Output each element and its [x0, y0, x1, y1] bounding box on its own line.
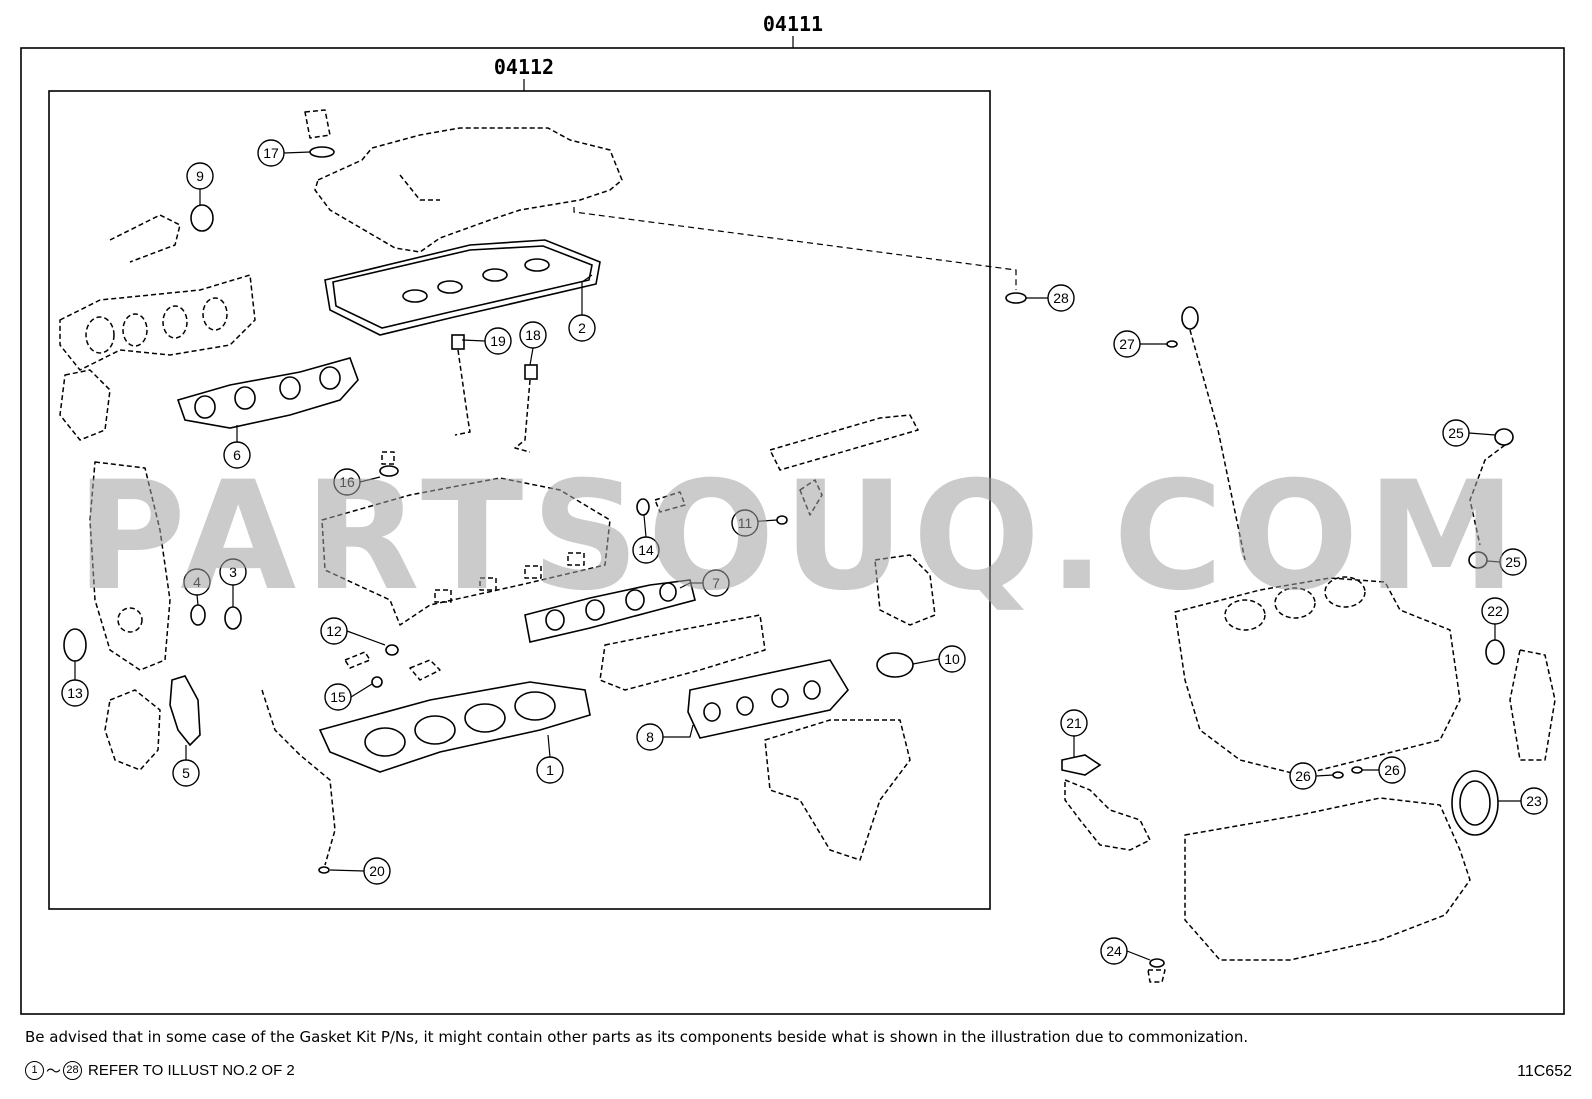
svg-text:6: 6 — [233, 447, 241, 463]
svg-text:23: 23 — [1526, 793, 1542, 809]
callout-15[interactable]: 15 — [324, 683, 352, 711]
svg-text:7: 7 — [712, 575, 720, 591]
callout-17[interactable]: 17 — [257, 139, 285, 167]
svg-text:19: 19 — [490, 333, 506, 349]
svg-text:14: 14 — [638, 542, 654, 558]
callout-19[interactable]: 19 — [484, 327, 512, 355]
callout-26-right[interactable]: 26 — [1378, 756, 1406, 784]
svg-text:11: 11 — [738, 515, 753, 531]
svg-text:16: 16 — [339, 474, 355, 490]
svg-text:22: 22 — [1487, 603, 1503, 619]
callout-8[interactable]: 8 — [636, 723, 664, 751]
svg-text:9: 9 — [196, 168, 204, 184]
svg-text:8: 8 — [646, 729, 654, 745]
svg-text:10: 10 — [944, 651, 960, 667]
callout-23[interactable]: 23 — [1520, 787, 1548, 815]
callout-11[interactable]: 11 — [731, 509, 759, 537]
callout-5[interactable]: 5 — [172, 759, 200, 787]
ref-start-number: 1 — [25, 1061, 44, 1080]
callout-21[interactable]: 21 — [1060, 709, 1088, 737]
callout-7[interactable]: 7 — [702, 569, 730, 597]
svg-text:12: 12 — [326, 623, 342, 639]
svg-text:27: 27 — [1119, 336, 1135, 352]
svg-text:13: 13 — [67, 685, 83, 701]
svg-text:17: 17 — [263, 145, 279, 161]
callout-9[interactable]: 9 — [186, 162, 214, 190]
svg-text:5: 5 — [182, 765, 190, 781]
ref-tilde: ～ — [46, 1063, 62, 1080]
callout-26-left[interactable]: 26 — [1289, 762, 1317, 790]
callout-12[interactable]: 12 — [320, 617, 348, 645]
svg-text:4: 4 — [193, 574, 201, 590]
svg-text:18: 18 — [525, 327, 541, 343]
svg-text:3: 3 — [229, 564, 237, 580]
leader-lines — [74, 151, 1521, 961]
part-sketches — [59, 109, 1556, 983]
callout-6[interactable]: 6 — [223, 441, 251, 469]
ref-text: REFER TO ILLUST NO.2 OF 2 — [88, 1062, 295, 1079]
svg-text:21: 21 — [1066, 715, 1082, 731]
callout-25-lower[interactable]: 25 — [1499, 548, 1527, 576]
callout-14[interactable]: 14 — [632, 536, 660, 564]
callout-20[interactable]: 20 — [363, 857, 391, 885]
refer-line: 1 ～ 28 REFER TO ILLUST NO.2 OF 2 — [25, 1060, 295, 1081]
svg-text:26: 26 — [1295, 768, 1311, 784]
svg-text:1: 1 — [546, 762, 554, 778]
ref-end-number: 28 — [63, 1061, 83, 1080]
svg-text:26: 26 — [1384, 762, 1400, 778]
svg-text:2: 2 — [578, 320, 586, 336]
svg-text:20: 20 — [369, 863, 385, 879]
callout-28[interactable]: 28 — [1047, 284, 1075, 312]
callout-25-upper[interactable]: 25 — [1442, 419, 1470, 447]
svg-text:24: 24 — [1106, 943, 1122, 959]
gasket-kit-note: Be advised that in some case of the Gask… — [25, 1028, 1249, 1046]
callout-18[interactable]: 18 — [519, 321, 547, 349]
svg-text:15: 15 — [330, 689, 346, 705]
kit-frame-outer — [20, 47, 1565, 1015]
callout-10[interactable]: 10 — [938, 645, 966, 673]
callout-3[interactable]: 3 — [219, 558, 247, 586]
illustration-code: 11C652 — [1517, 1063, 1572, 1080]
callout-16[interactable]: 16 — [333, 468, 361, 496]
callout-13[interactable]: 13 — [61, 679, 89, 707]
kit-code-outer[interactable]: 04111 — [763, 12, 823, 36]
callout-24[interactable]: 24 — [1100, 937, 1128, 965]
kit-code-inner[interactable]: 04112 — [494, 55, 554, 79]
callout-4[interactable]: 4 — [183, 568, 211, 596]
kit-frame-inner — [48, 90, 991, 910]
svg-text:25: 25 — [1505, 554, 1521, 570]
svg-text:25: 25 — [1448, 425, 1464, 441]
callout-1[interactable]: 1 — [536, 756, 564, 784]
svg-text:28: 28 — [1053, 290, 1069, 306]
callout-22[interactable]: 22 — [1481, 597, 1509, 625]
callout-27[interactable]: 27 — [1113, 330, 1141, 358]
callout-2[interactable]: 2 — [568, 314, 596, 342]
